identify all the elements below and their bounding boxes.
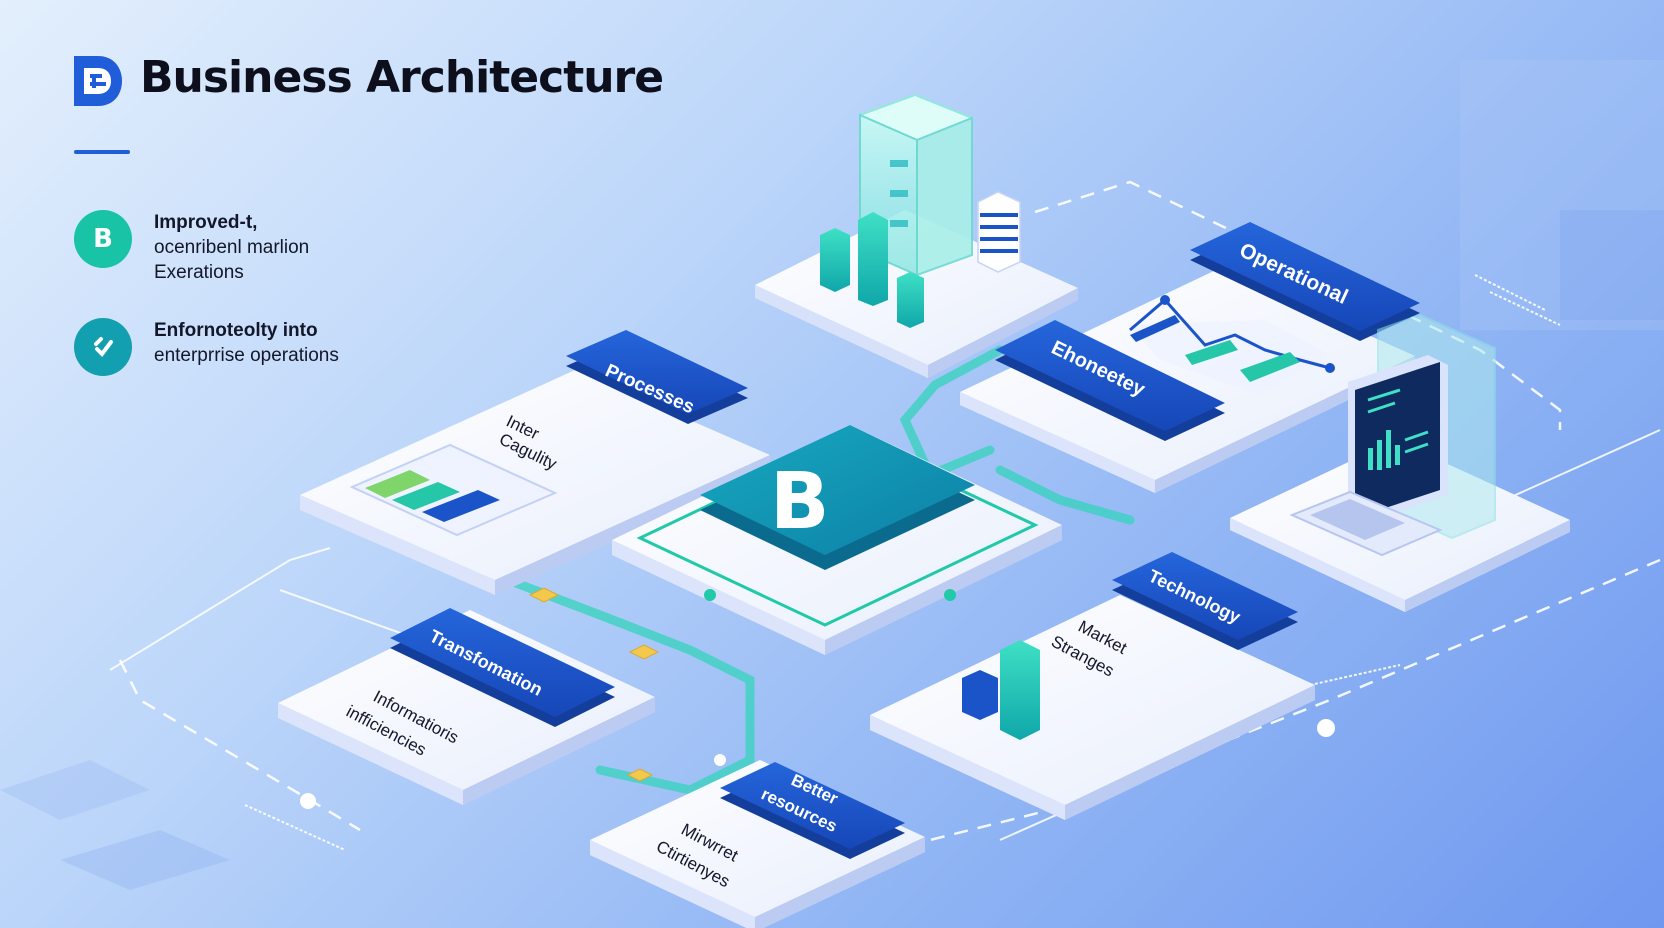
center-module[interactable] (612, 425, 1062, 655)
transformation-tag (390, 608, 615, 727)
technology-module[interactable] (870, 552, 1315, 820)
operational-module[interactable] (960, 222, 1420, 493)
server-module (755, 93, 1078, 378)
page-title: Business Architecture (140, 52, 664, 103)
b-letter-icon: B (74, 210, 132, 268)
transformation-module[interactable] (278, 608, 655, 805)
bullet-text-2: Enfornoteolty into enterprrise operation… (154, 320, 339, 366)
link-check-glyph (94, 337, 113, 358)
center-letter: B (770, 457, 829, 547)
link-check-icon (74, 318, 132, 376)
better-resources-module[interactable] (590, 760, 925, 928)
operational-line-chart (1128, 295, 1335, 395)
micro-labels (244, 274, 1561, 851)
connector-nodes (528, 587, 660, 782)
technology-tag (1112, 552, 1298, 650)
connector-dots (300, 719, 1335, 809)
bullet-text-1: Improved-t, ocenribenl marlion Exeration… (154, 212, 310, 283)
title-underline (74, 150, 130, 154)
operational-tag (1190, 222, 1420, 341)
processes-module[interactable] (300, 330, 770, 595)
teal-routing (490, 345, 1135, 795)
computer-module[interactable] (1230, 313, 1570, 612)
better-resources-tag (720, 762, 905, 859)
ehoneetey-tag (995, 320, 1225, 441)
processes-tag (566, 330, 748, 424)
brand-logo-icon (74, 56, 122, 106)
